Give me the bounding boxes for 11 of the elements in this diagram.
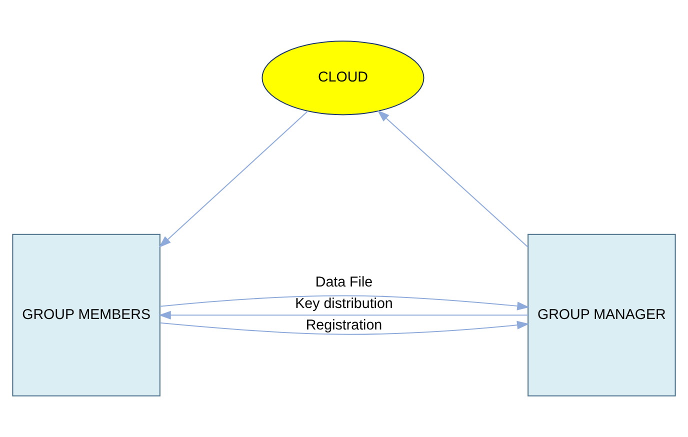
- arrow: [158, 110, 308, 248]
- arrow: [160, 320, 530, 335]
- node-box: GROUP MEMBERS: [12, 234, 160, 396]
- arrow: [377, 110, 528, 248]
- edge-label: Registration: [306, 318, 382, 334]
- edge-label: Data File: [315, 274, 373, 291]
- node-ellipse: CLOUD: [262, 40, 424, 116]
- edge-label: Key distribution: [295, 296, 393, 312]
- arrow: [160, 295, 530, 310]
- arrow: [158, 310, 528, 320]
- node-box: GROUP MANAGER: [528, 234, 676, 396]
